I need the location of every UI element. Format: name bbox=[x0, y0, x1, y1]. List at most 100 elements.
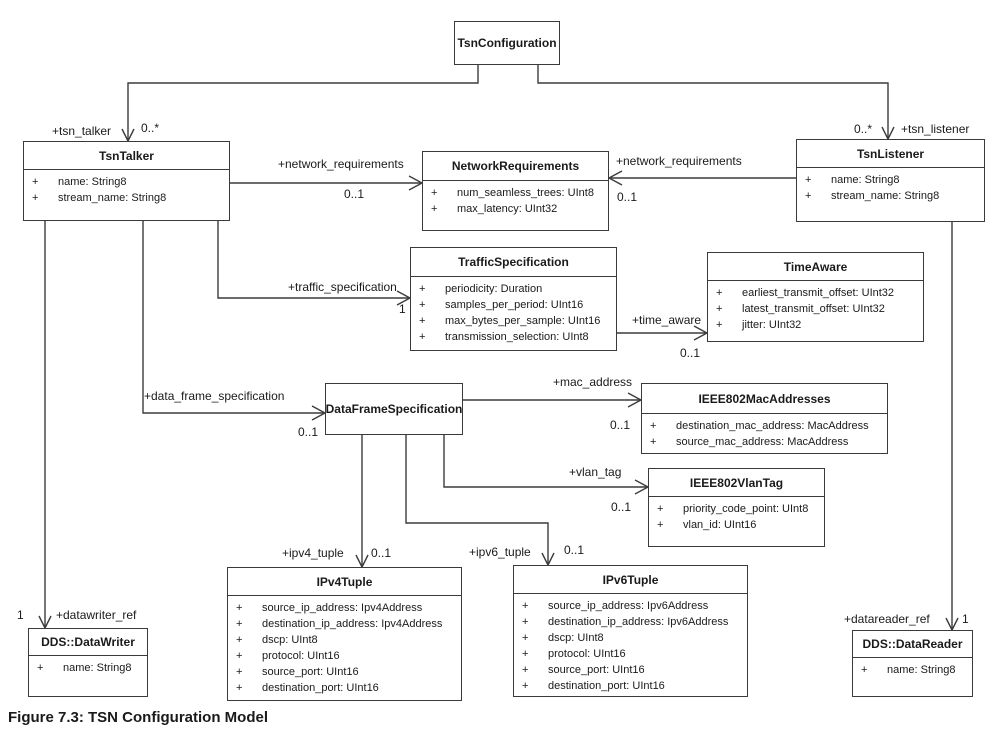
class-attribute: +source_ip_address: Ipv6Address bbox=[522, 600, 709, 612]
edge-ipv6-tuple-line bbox=[405, 435, 549, 564]
class-attribute: +protocol: UInt16 bbox=[236, 650, 340, 662]
edge-label-datareader-ref-role: +datareader_ref bbox=[844, 612, 930, 626]
class-title: TsnConfiguration bbox=[457, 36, 557, 50]
edge-label-traffic-spec-mult: 1 bbox=[399, 302, 406, 316]
class-attribute: +source_mac_address: MacAddress bbox=[650, 436, 849, 448]
edge-label-time-aware-mult: 0..1 bbox=[680, 346, 701, 360]
class-attribute: +source_ip_address: Ipv4Address bbox=[236, 602, 423, 614]
class-tsnlistener: TsnListener +name: String8 +stream_name: … bbox=[796, 139, 985, 222]
class-title: IEEE802MacAddresses bbox=[642, 384, 887, 414]
edge-label-ipv4-tuple-role: +ipv4_tuple bbox=[282, 546, 344, 560]
edge-tsn-listener-line bbox=[537, 65, 889, 138]
class-dataframespecification: DataFrameSpecification bbox=[325, 383, 463, 435]
class-title: TsnTalker bbox=[24, 142, 229, 170]
edge-label-tsn-listener-role: +tsn_listener bbox=[901, 122, 970, 136]
class-ipv6tuple: IPv6Tuple +source_ip_address: Ipv6Addres… bbox=[513, 565, 748, 697]
class-dds-datareader: DDS::DataReader +name: String8 bbox=[852, 630, 973, 697]
edge-label-tsn-talker-mult: 0..* bbox=[141, 121, 160, 135]
edge-label-tsn-talker-role: +tsn_talker bbox=[52, 124, 112, 138]
edge-listener-netreq-arrow bbox=[607, 170, 623, 186]
class-attribute: +destination_ip_address: Ipv6Address bbox=[522, 616, 729, 628]
class-attributes: +name: String8 bbox=[853, 658, 972, 680]
class-title: DDS::DataWriter bbox=[29, 629, 147, 656]
class-attributes: +name: String8 +stream_name: String8 bbox=[797, 168, 984, 206]
class-ieee802macaddresses: IEEE802MacAddresses +destination_mac_add… bbox=[641, 383, 888, 454]
edge-label-tsn-listener-mult: 0..* bbox=[854, 122, 873, 136]
class-attributes: +destination_mac_address: MacAddress +sou… bbox=[642, 414, 887, 452]
class-ipv4tuple: IPv4Tuple +source_ip_address: Ipv4Addres… bbox=[227, 567, 462, 701]
edge-label-ipv4-tuple-mult: 0..1 bbox=[371, 546, 392, 560]
class-trafficspecification: TrafficSpecification +periodicity: Durat… bbox=[410, 247, 617, 351]
class-attributes: +source_ip_address: Ipv4Address +destinat… bbox=[228, 596, 461, 698]
edge-label-datareader-ref-mult: 1 bbox=[962, 612, 969, 626]
class-attributes: +source_ip_address: Ipv6Address +destinat… bbox=[514, 594, 747, 696]
class-title: NetworkRequirements bbox=[423, 152, 608, 181]
class-attribute: +stream_name: String8 bbox=[32, 192, 167, 204]
class-attributes: +earliest_transmit_offset: UInt32 +latest… bbox=[708, 281, 923, 335]
edge-label-listener-netreq-mult: 0..1 bbox=[617, 190, 638, 204]
class-title: DDS::DataReader bbox=[853, 631, 972, 658]
class-title: IPv4Tuple bbox=[228, 568, 461, 596]
class-attribute: +earliest_transmit_offset: UInt32 bbox=[716, 287, 895, 299]
class-attribute: +stream_name: String8 bbox=[805, 190, 940, 202]
class-attributes: +name: String8 +stream_name: String8 bbox=[24, 170, 229, 208]
class-attribute: +latest_transmit_offset: UInt32 bbox=[716, 303, 885, 315]
class-attribute: +name: String8 bbox=[37, 662, 132, 674]
class-title: TsnListener bbox=[797, 140, 984, 168]
class-dds-datawriter: DDS::DataWriter +name: String8 bbox=[28, 628, 148, 697]
edge-label-mac-address-mult: 0..1 bbox=[610, 418, 631, 432]
class-attribute: +max_latency: UInt32 bbox=[431, 203, 558, 215]
edge-data-frame-spec-line bbox=[142, 221, 324, 414]
class-attribute: +source_port: UInt16 bbox=[236, 666, 359, 678]
class-title: DataFrameSpecification bbox=[325, 402, 463, 416]
class-attribute: +destination_port: UInt16 bbox=[522, 680, 665, 692]
class-title: TimeAware bbox=[708, 253, 923, 281]
edge-label-datawriter-ref-mult: 1 bbox=[17, 608, 24, 622]
figure-caption: Figure 7.3: TSN Configuration Model bbox=[8, 709, 268, 726]
class-attribute: +destination_ip_address: Ipv4Address bbox=[236, 618, 443, 630]
edge-tsn-talker-line bbox=[127, 65, 479, 140]
edge-label-talker-netreq-role: +network_requirements bbox=[278, 157, 404, 171]
class-attribute: +source_port: UInt16 bbox=[522, 664, 645, 676]
edge-label-mac-address-role: +mac_address bbox=[553, 375, 633, 389]
class-title: IPv6Tuple bbox=[514, 566, 747, 594]
edge-label-ipv6-tuple-role: +ipv6_tuple bbox=[469, 545, 531, 559]
edge-label-datawriter-ref-role: +datawriter_ref bbox=[56, 608, 137, 622]
class-attribute: +protocol: UInt16 bbox=[522, 648, 626, 660]
edge-label-time-aware-role: +time_aware bbox=[632, 313, 702, 327]
class-ieee802vlantag: IEEE802VlanTag +priority_code_point: UIn… bbox=[648, 468, 825, 547]
class-title: IEEE802VlanTag bbox=[649, 469, 824, 497]
class-tsnconfiguration: TsnConfiguration bbox=[454, 21, 560, 65]
class-attributes: +periodicity: Duration +samples_per_perio… bbox=[411, 277, 616, 347]
class-attribute: +destination_mac_address: MacAddress bbox=[650, 420, 869, 432]
class-attribute: +destination_port: UInt16 bbox=[236, 682, 379, 694]
class-attribute: +jitter: UInt32 bbox=[716, 319, 802, 331]
edge-vlan-tag-line bbox=[443, 435, 647, 488]
edge-label-vlan-tag-role: +vlan_tag bbox=[569, 465, 622, 479]
class-title: TrafficSpecification bbox=[411, 248, 616, 277]
class-attribute: +num_seamless_trees: UInt8 bbox=[431, 187, 594, 199]
class-networkrequirements: NetworkRequirements +num_seamless_trees:… bbox=[422, 151, 609, 231]
class-attribute: +name: String8 bbox=[32, 176, 127, 188]
edge-label-vlan-tag-mult: 0..1 bbox=[611, 500, 632, 514]
class-attribute: +name: String8 bbox=[805, 174, 900, 186]
class-tsntalker: TsnTalker +name: String8 +stream_name: St… bbox=[23, 141, 230, 221]
edge-label-traffic-spec-role: +traffic_specification bbox=[288, 280, 397, 294]
edge-label-data-frame-spec-mult: 0..1 bbox=[298, 425, 319, 439]
class-attributes: +priority_code_point: UInt8 +vlan_id: UIn… bbox=[649, 497, 824, 535]
class-attribute: +periodicity: Duration bbox=[419, 283, 543, 295]
class-attributes: +num_seamless_trees: UInt8 +max_latency: … bbox=[423, 181, 608, 219]
class-attribute: +dscp: UInt8 bbox=[522, 632, 604, 644]
edge-traffic-spec-line bbox=[217, 221, 409, 299]
class-attribute: +vlan_id: UInt16 bbox=[657, 519, 757, 531]
edge-label-data-frame-spec-role: +data_frame_specification bbox=[144, 389, 285, 403]
edge-label-ipv6-tuple-mult: 0..1 bbox=[564, 543, 585, 557]
class-attribute: +priority_code_point: UInt8 bbox=[657, 503, 809, 515]
edge-label-listener-netreq-role: +network_requirements bbox=[616, 154, 742, 168]
class-attribute: +max_bytes_per_sample: UInt16 bbox=[419, 315, 601, 327]
class-attribute: +dscp: UInt8 bbox=[236, 634, 318, 646]
class-attribute: +samples_per_period: UInt16 bbox=[419, 299, 584, 311]
class-timeaware: TimeAware +earliest_transmit_offset: UIn… bbox=[707, 252, 924, 342]
